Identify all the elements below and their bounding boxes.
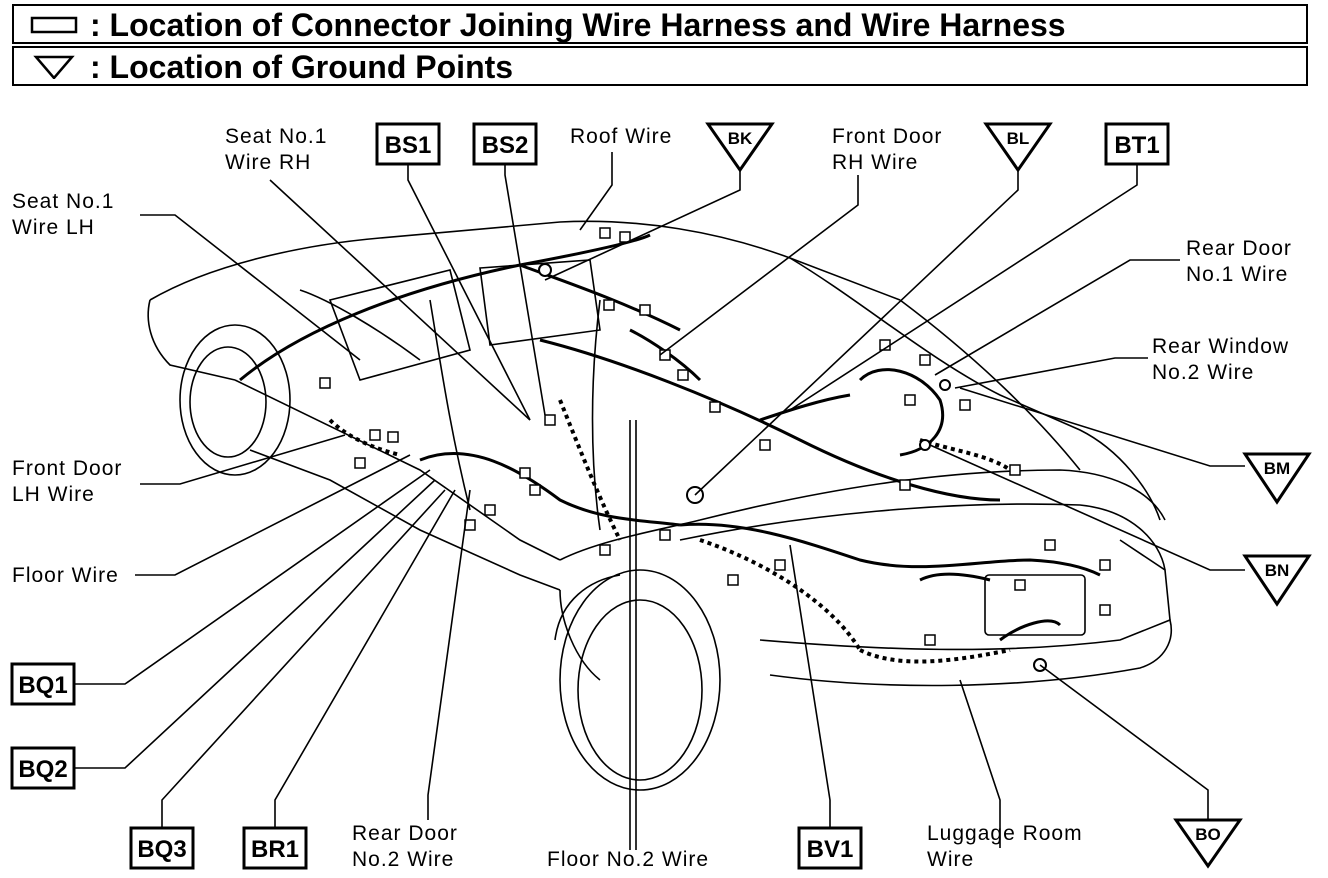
car-body-outline [147,220,1172,687]
label-luggage-room-line2: Wire [927,848,974,871]
ground-bolts [538,263,1047,672]
label-seat-no1-rh-line1: Seat No.1 [225,125,327,148]
label-roof-wire: Roof Wire [570,125,672,148]
connector-bq2-label: BQ2 [18,756,67,783]
connector-br1-label: BR1 [251,836,299,863]
label-front-door-lh-line1: Front Door [12,457,122,480]
connector-bv1-label: BV1 [807,836,854,863]
connector-symbol-icon [30,16,78,34]
leader-lines [74,152,1245,850]
label-front-door-rh-line2: RH Wire [832,151,918,174]
label-rear-window-no2-line1: Rear Window [1152,335,1289,358]
connector-bt1-label: BT1 [1114,132,1159,159]
ground-bk: BK [705,122,775,173]
label-rear-door-no1-line2: No.1 Wire [1186,263,1288,286]
label-seat-no1-lh-line1: Seat No.1 [12,190,114,213]
ground-bk-label: BK [728,129,753,148]
wire-harness-lines [239,233,1101,642]
ground-bn-label: BN [1265,561,1290,580]
rear-wheel [554,569,721,791]
connector-bq3-label: BQ3 [137,836,186,863]
label-floor-no2-wire: Floor No.2 Wire [547,848,709,871]
label-floor-wire: Floor Wire [12,564,119,587]
ground-bo: BO [1173,818,1243,869]
connector-bs1-label: BS1 [385,132,432,159]
connector-bs2-label: BS2 [482,132,529,159]
connector-br1: BR1 [242,826,308,870]
harness-connectors [319,227,1111,646]
legend-connector-text: : Location of Connector Joining Wire Har… [90,7,1066,43]
label-rear-window-no2-line2: No.2 Wire [1152,361,1254,384]
connector-bq3: BQ3 [129,826,195,870]
ground-bl-label: BL [1007,129,1030,148]
label-rear-door-no2-line1: Rear Door [352,822,458,845]
label-seat-no1-rh-line2: Wire RH [225,151,311,174]
label-front-door-rh-line1: Front Door [832,125,942,148]
label-luggage-room-line1: Luggage Room [927,822,1083,845]
ground-bl: BL [983,122,1053,173]
connector-bq2: BQ2 [10,746,76,790]
legend-connector-row: : Location of Connector Joining Wire Har… [12,4,1308,44]
ground-bo-label: BO [1195,825,1221,844]
label-rear-door-no2-line2: No.2 Wire [352,848,454,871]
connector-bt1: BT1 [1104,122,1170,166]
connector-bq1: BQ1 [10,662,76,706]
legend-ground-row: : Location of Ground Points [12,46,1308,86]
ground-bm: BM [1242,452,1312,505]
connector-bs2: BS2 [472,122,538,166]
front-wheel [179,324,291,476]
ground-bn: BN [1242,554,1312,607]
connector-bv1: BV1 [797,826,863,870]
ground-symbol-icon [33,55,75,79]
connector-bq1-label: BQ1 [18,672,67,699]
legend-ground-text: : Location of Ground Points [90,49,514,85]
connector-bs1: BS1 [375,122,441,166]
label-front-door-lh-line2: LH Wire [12,483,95,506]
label-seat-no1-lh-line2: Wire LH [12,216,95,239]
ground-bm-label: BM [1264,459,1290,478]
label-rear-door-no1-line1: Rear Door [1186,237,1292,260]
